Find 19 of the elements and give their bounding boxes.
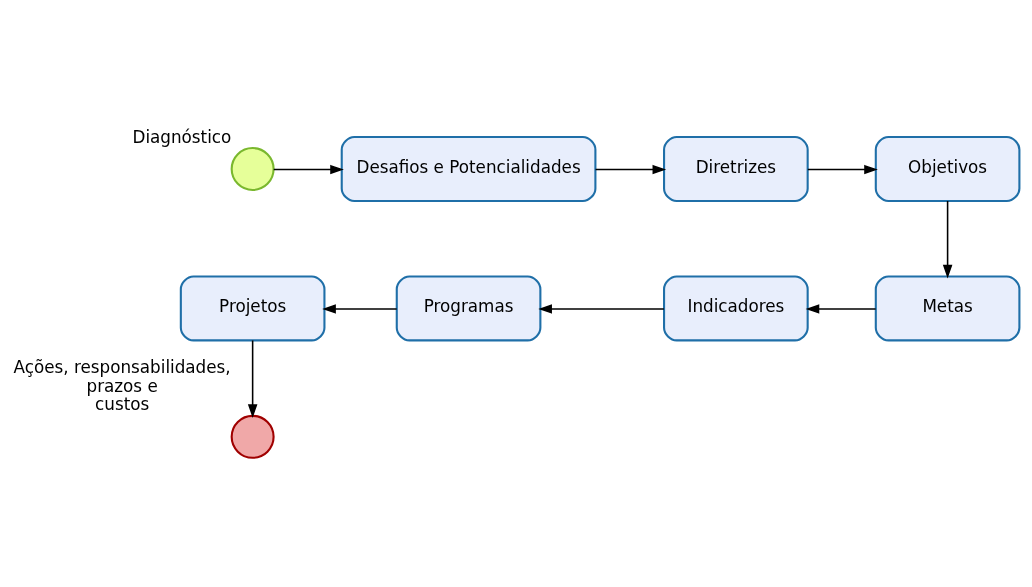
arrow: [247, 339, 258, 418]
node-box: Diretrizes: [663, 136, 809, 203]
node-circle: [230, 147, 275, 192]
arrow: [538, 304, 665, 314]
node-box: Metas: [874, 275, 1021, 342]
arrow: [272, 164, 344, 175]
node-box: Objetivos: [874, 136, 1021, 203]
node-circle: [230, 414, 275, 459]
node-label: Ações, responsabilidades, prazos e custos: [13, 356, 231, 415]
arrow: [942, 200, 953, 279]
node-box: Desafios e Potencialidades: [340, 136, 597, 203]
arrow: [805, 304, 877, 314]
arrow: [594, 164, 667, 175]
node-box: Projetos: [179, 275, 326, 342]
node-label: Diagnóstico: [132, 126, 232, 147]
arrow: [807, 164, 878, 175]
arrow: [322, 304, 398, 314]
node-box: Indicadores: [663, 275, 809, 342]
node-box: Programas: [395, 275, 542, 342]
